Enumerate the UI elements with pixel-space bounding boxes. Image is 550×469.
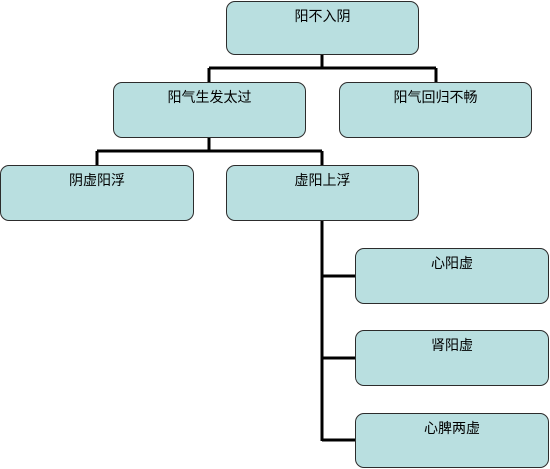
node-yin-deficiency-yang-float: 阴虚阳浮 [0, 165, 194, 221]
node-deficient-yang-rising: 虚阳上浮 [226, 165, 419, 221]
node-root: 阳不入阴 [226, 1, 419, 55]
node-heart-yang-deficiency: 心阳虚 [355, 248, 549, 304]
node-kidney-yang-deficiency: 肾阳虚 [355, 330, 549, 386]
node-yang-qi-return-blocked: 阳气回归不畅 [339, 82, 532, 138]
node-yang-qi-excess: 阳气生发太过 [113, 82, 306, 138]
node-heart-spleen-deficiency: 心脾两虚 [355, 413, 549, 468]
